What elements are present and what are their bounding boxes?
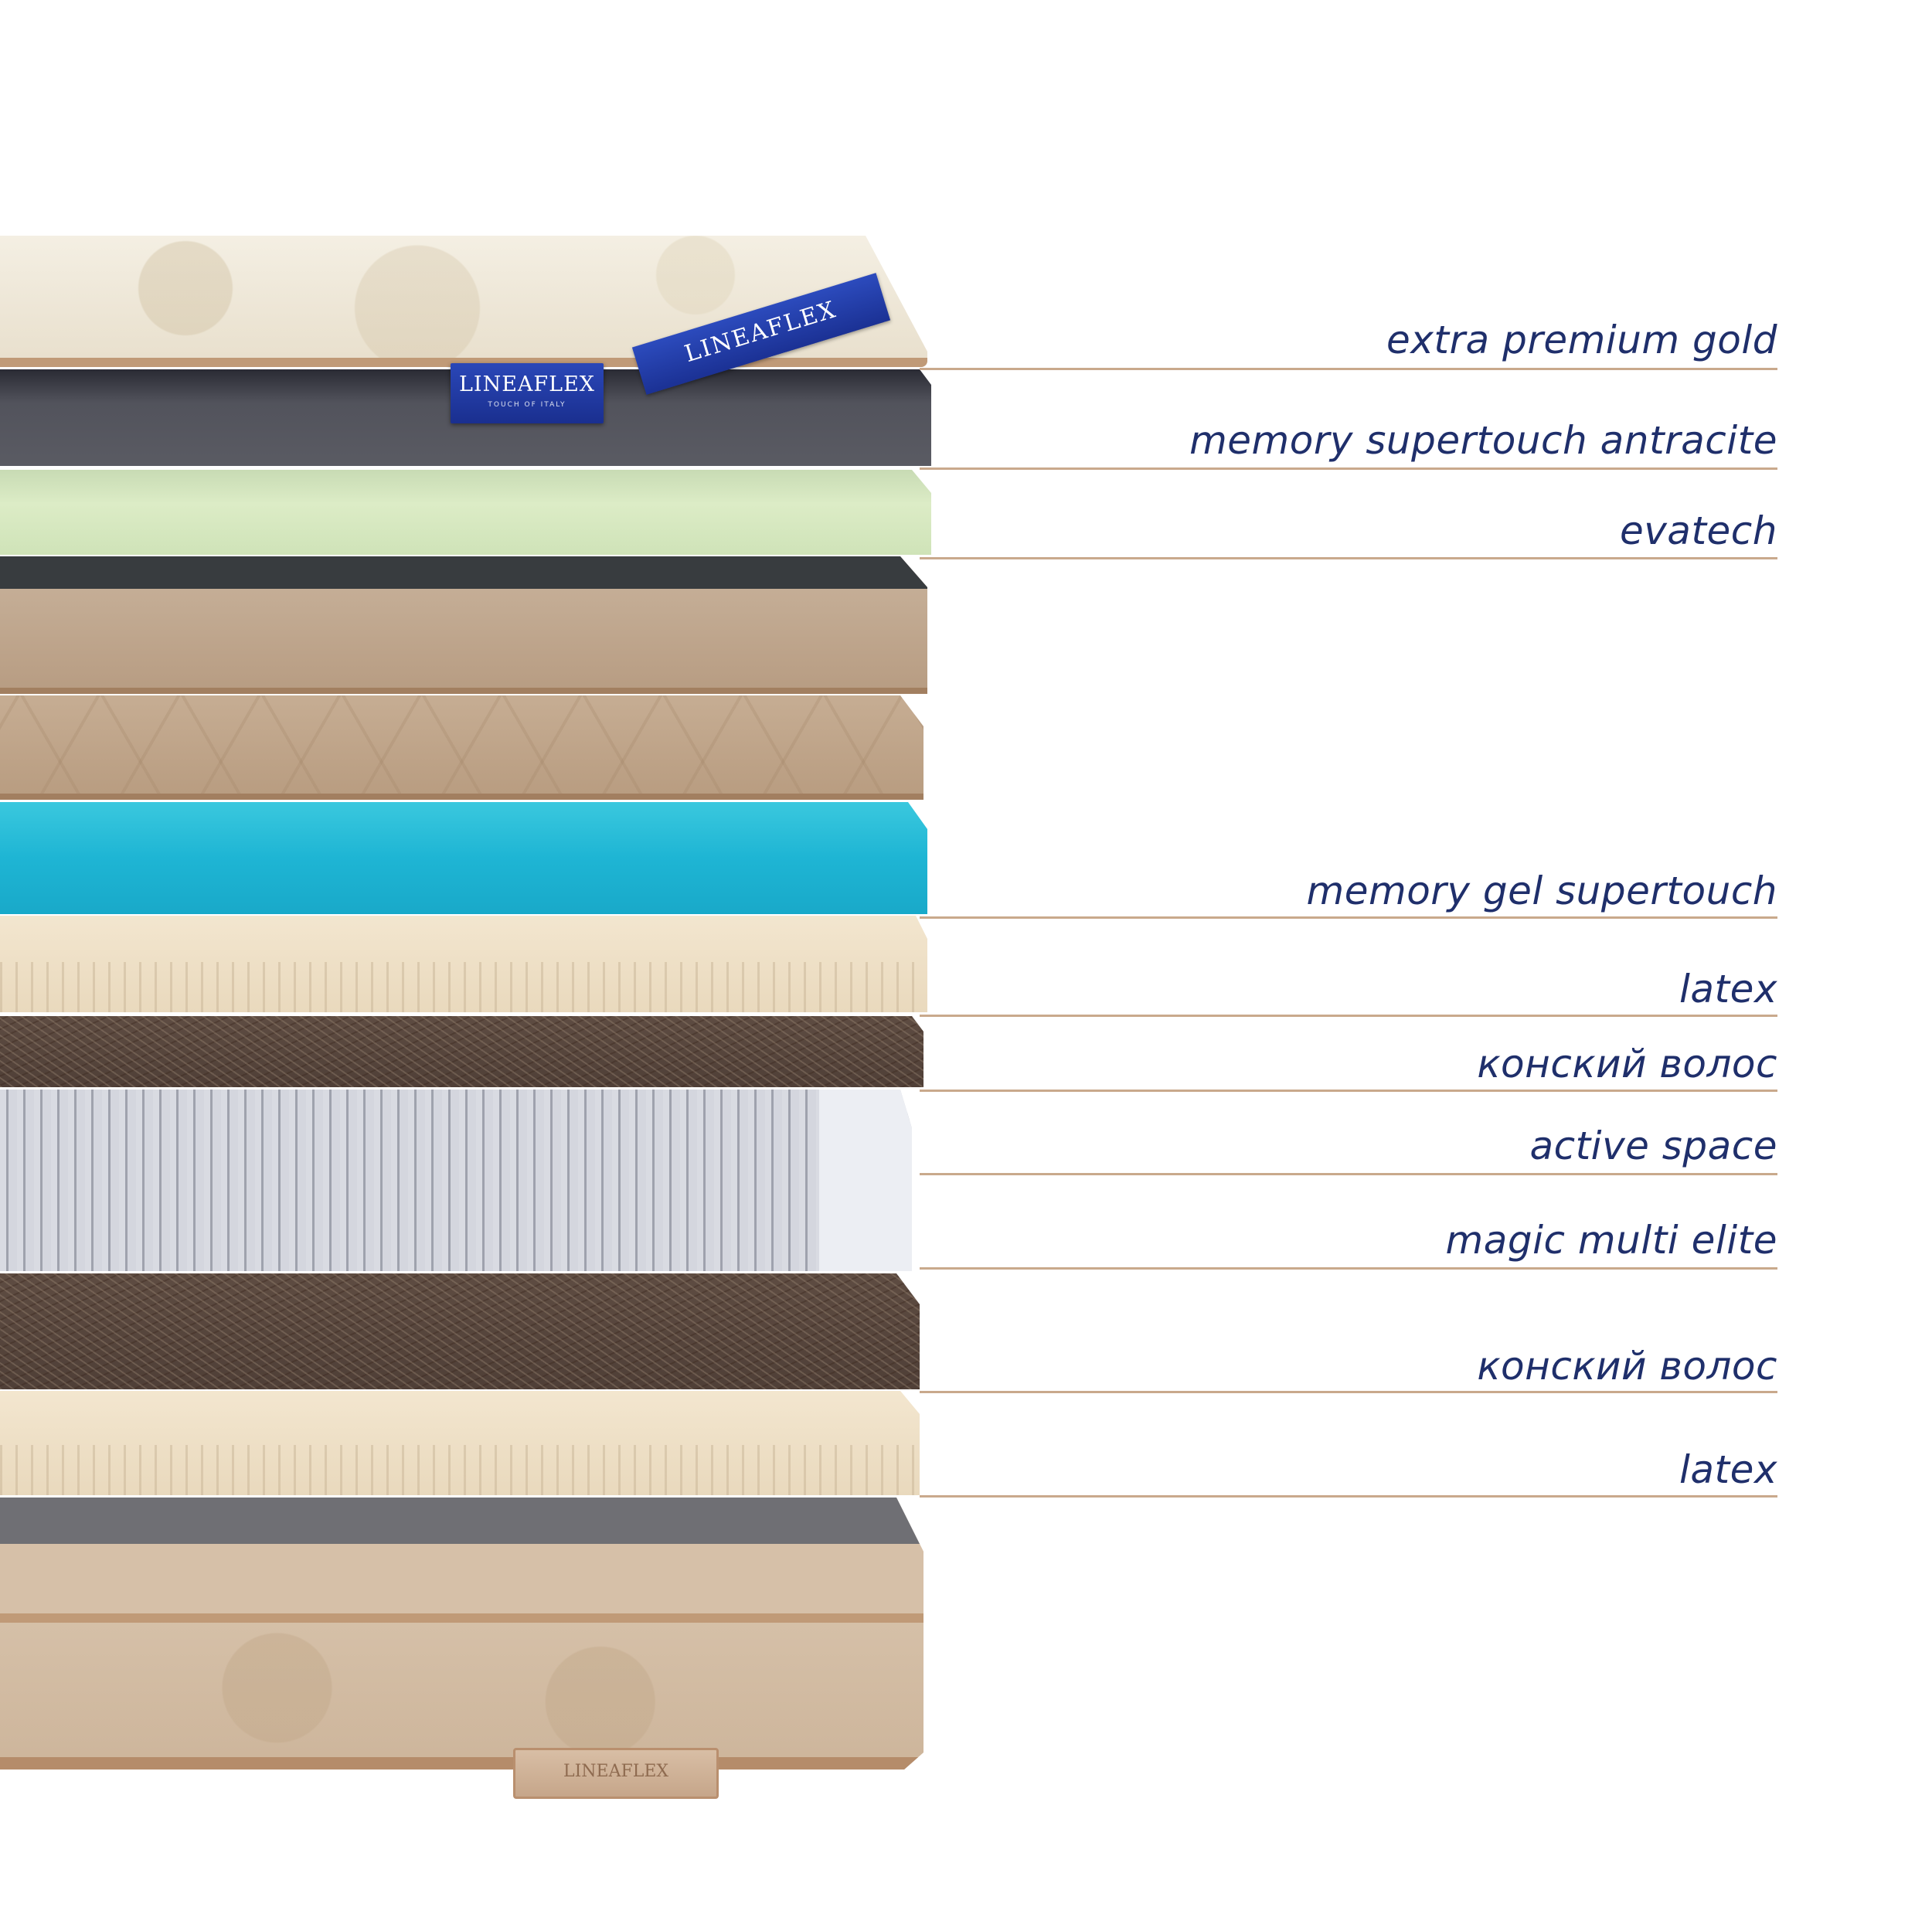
label-3: memory gel supertouch xyxy=(1306,869,1777,913)
label-line-2 xyxy=(920,557,1777,559)
layer-latex-lower xyxy=(0,1391,920,1495)
layer-pocket-springs xyxy=(0,1090,912,1271)
label-line-7 xyxy=(920,1267,1777,1270)
label-line-0 xyxy=(920,368,1777,370)
embossed-badge-brand: LINEAFLEX xyxy=(563,1762,669,1781)
label-4: latex xyxy=(1679,967,1777,1011)
layer-horsehair-upper xyxy=(0,1016,923,1087)
label-line-4 xyxy=(920,1015,1777,1017)
label-line-8 xyxy=(920,1391,1777,1393)
label-9: latex xyxy=(1679,1447,1777,1492)
logo-tag-tagline: TOUCH OF ITALY xyxy=(488,401,566,409)
label-line-1 xyxy=(920,467,1777,470)
label-0: extra premium gold xyxy=(1386,318,1777,362)
label-line-3 xyxy=(920,916,1777,919)
label-6: active space xyxy=(1529,1124,1777,1168)
layer-evatech xyxy=(0,470,931,555)
layer-latex-upper xyxy=(0,916,927,1012)
brand-logo-tag: LINEAFLEX TOUCH OF ITALY xyxy=(451,363,604,423)
label-1: memory supertouch antracite xyxy=(1189,418,1777,463)
layer-quilted-beige xyxy=(0,695,923,800)
label-line-5 xyxy=(920,1090,1777,1092)
logo-tag-brand: LINEAFLEX xyxy=(458,372,596,396)
layer-horsehair-lower xyxy=(0,1273,920,1389)
label-7: magic multi elite xyxy=(1445,1218,1777,1263)
label-line-9 xyxy=(920,1495,1777,1498)
label-5: конский волос xyxy=(1477,1042,1777,1086)
layer-mattress-base xyxy=(0,1498,923,1770)
layer-memory-gel-supertouch xyxy=(0,802,927,914)
brand-embossed-badge: LINEAFLEX xyxy=(513,1748,719,1799)
label-line-6 xyxy=(920,1173,1777,1175)
label-8: конский волос xyxy=(1477,1344,1777,1389)
label-2: evatech xyxy=(1619,508,1777,553)
layer-beige-topper xyxy=(0,556,927,694)
